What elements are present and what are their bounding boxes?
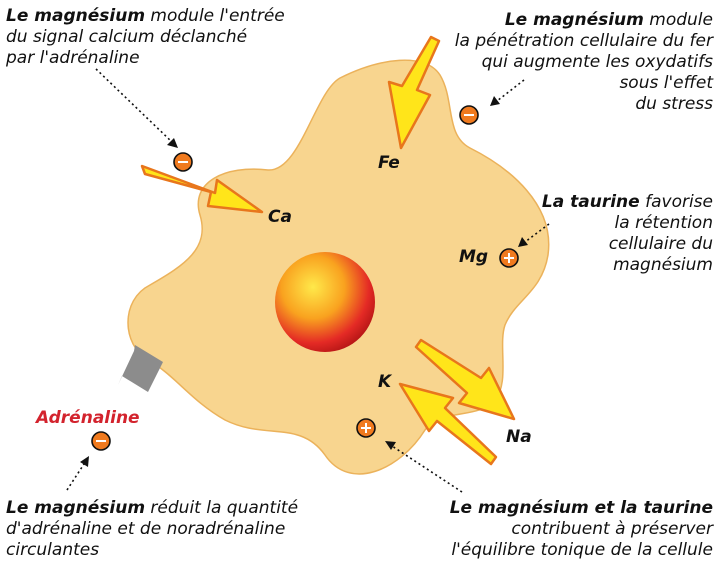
caption-tonic-balance: Le magnésium et la taurine contribuent à…	[393, 498, 713, 561]
minus-circle-icon	[92, 432, 110, 450]
caption-calcium-signal: Le magnésium module l'entrée du signal c…	[6, 6, 306, 69]
ion-label-mg: Mg	[459, 247, 488, 267]
caption-adrenaline-reduction: Le magnésium réduit la quantité d'adréna…	[6, 498, 336, 561]
caption-iron-penetration: Le magnésium module la pénétration cellu…	[413, 10, 713, 115]
minus-circle-icon	[174, 153, 192, 171]
adrenaline-label: Adrénaline	[36, 408, 140, 428]
ion-label-na: Na	[506, 427, 532, 447]
ion-label-k: K	[378, 372, 391, 392]
nucleus	[275, 252, 375, 352]
caption-taurine-retention: La taurine favorise la rétention cellula…	[513, 192, 713, 276]
plus-circle-icon	[357, 419, 375, 437]
ion-label-fe: Fe	[378, 153, 400, 173]
ion-label-ca: Ca	[268, 207, 292, 227]
